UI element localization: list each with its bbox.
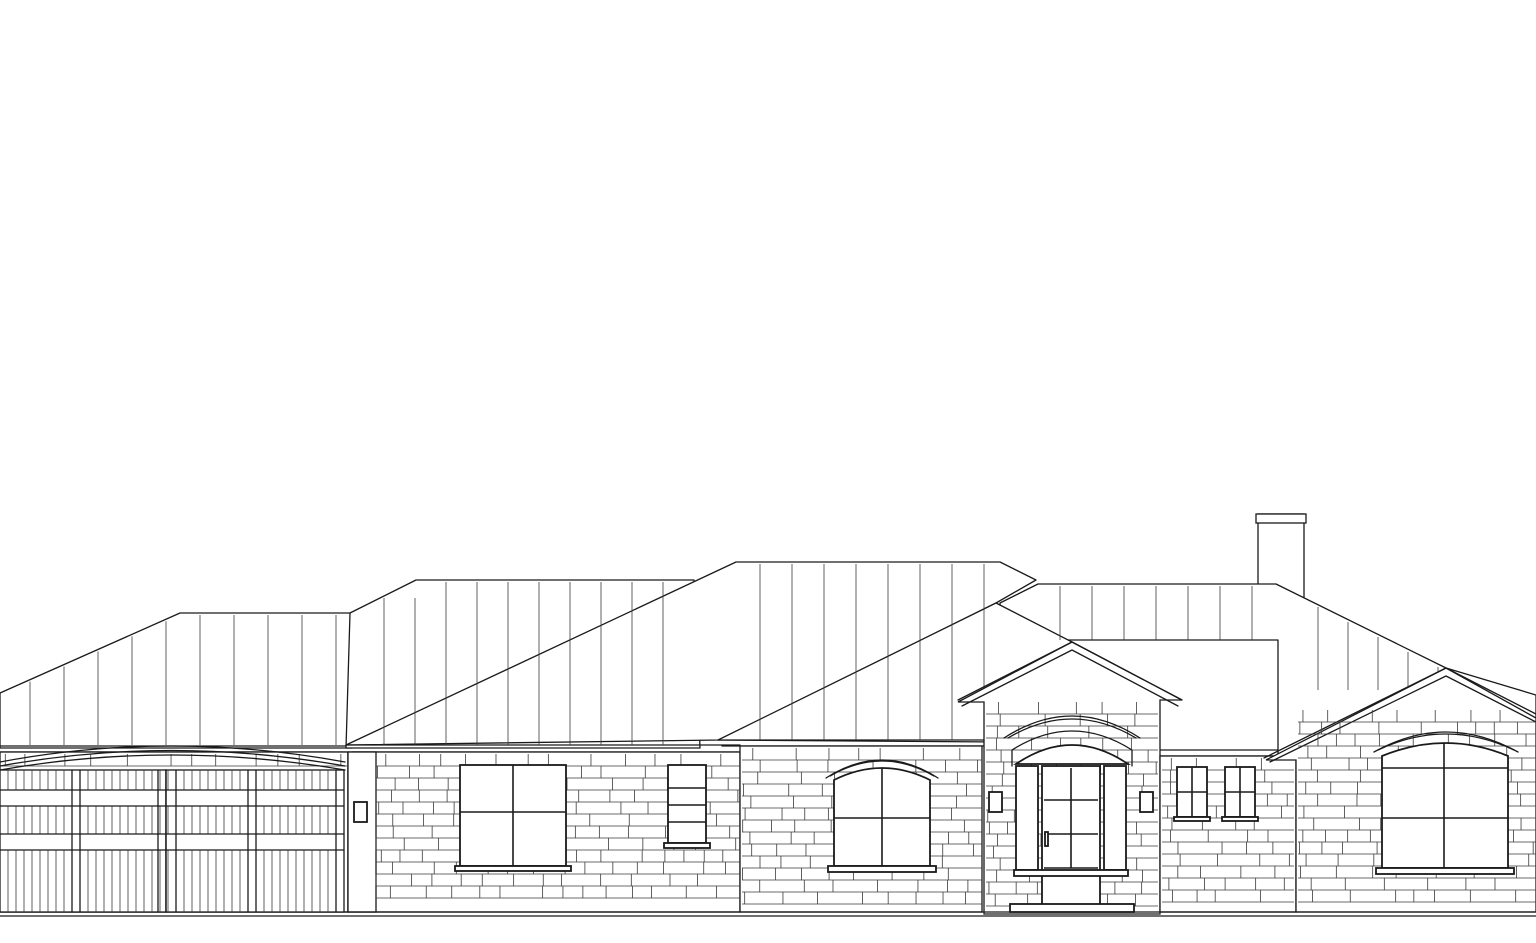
lantern-icon	[988, 791, 1003, 813]
garage	[0, 745, 368, 913]
garage-frames	[0, 769, 345, 913]
window-left-narrow	[667, 764, 707, 844]
garage-door-right	[165, 769, 345, 913]
chimney-cap	[1255, 513, 1307, 524]
garage-arch	[0, 754, 346, 771]
window-right-arched	[1381, 742, 1509, 869]
wall-left-pier	[347, 751, 377, 913]
garage-door-left	[0, 769, 167, 913]
gable-trims	[957, 641, 1536, 763]
door-handle	[1044, 831, 1049, 847]
entry-arch	[1011, 730, 1133, 767]
entry-sidelight-left	[1015, 765, 1039, 871]
standing-seams	[29, 564, 1439, 745]
roof-garage	[0, 612, 353, 749]
roofs	[0, 513, 1536, 761]
lantern-icon	[1139, 791, 1154, 813]
lantern-icon	[353, 801, 368, 823]
entry-sidelight-right	[1103, 765, 1127, 871]
windows	[454, 715, 1519, 913]
